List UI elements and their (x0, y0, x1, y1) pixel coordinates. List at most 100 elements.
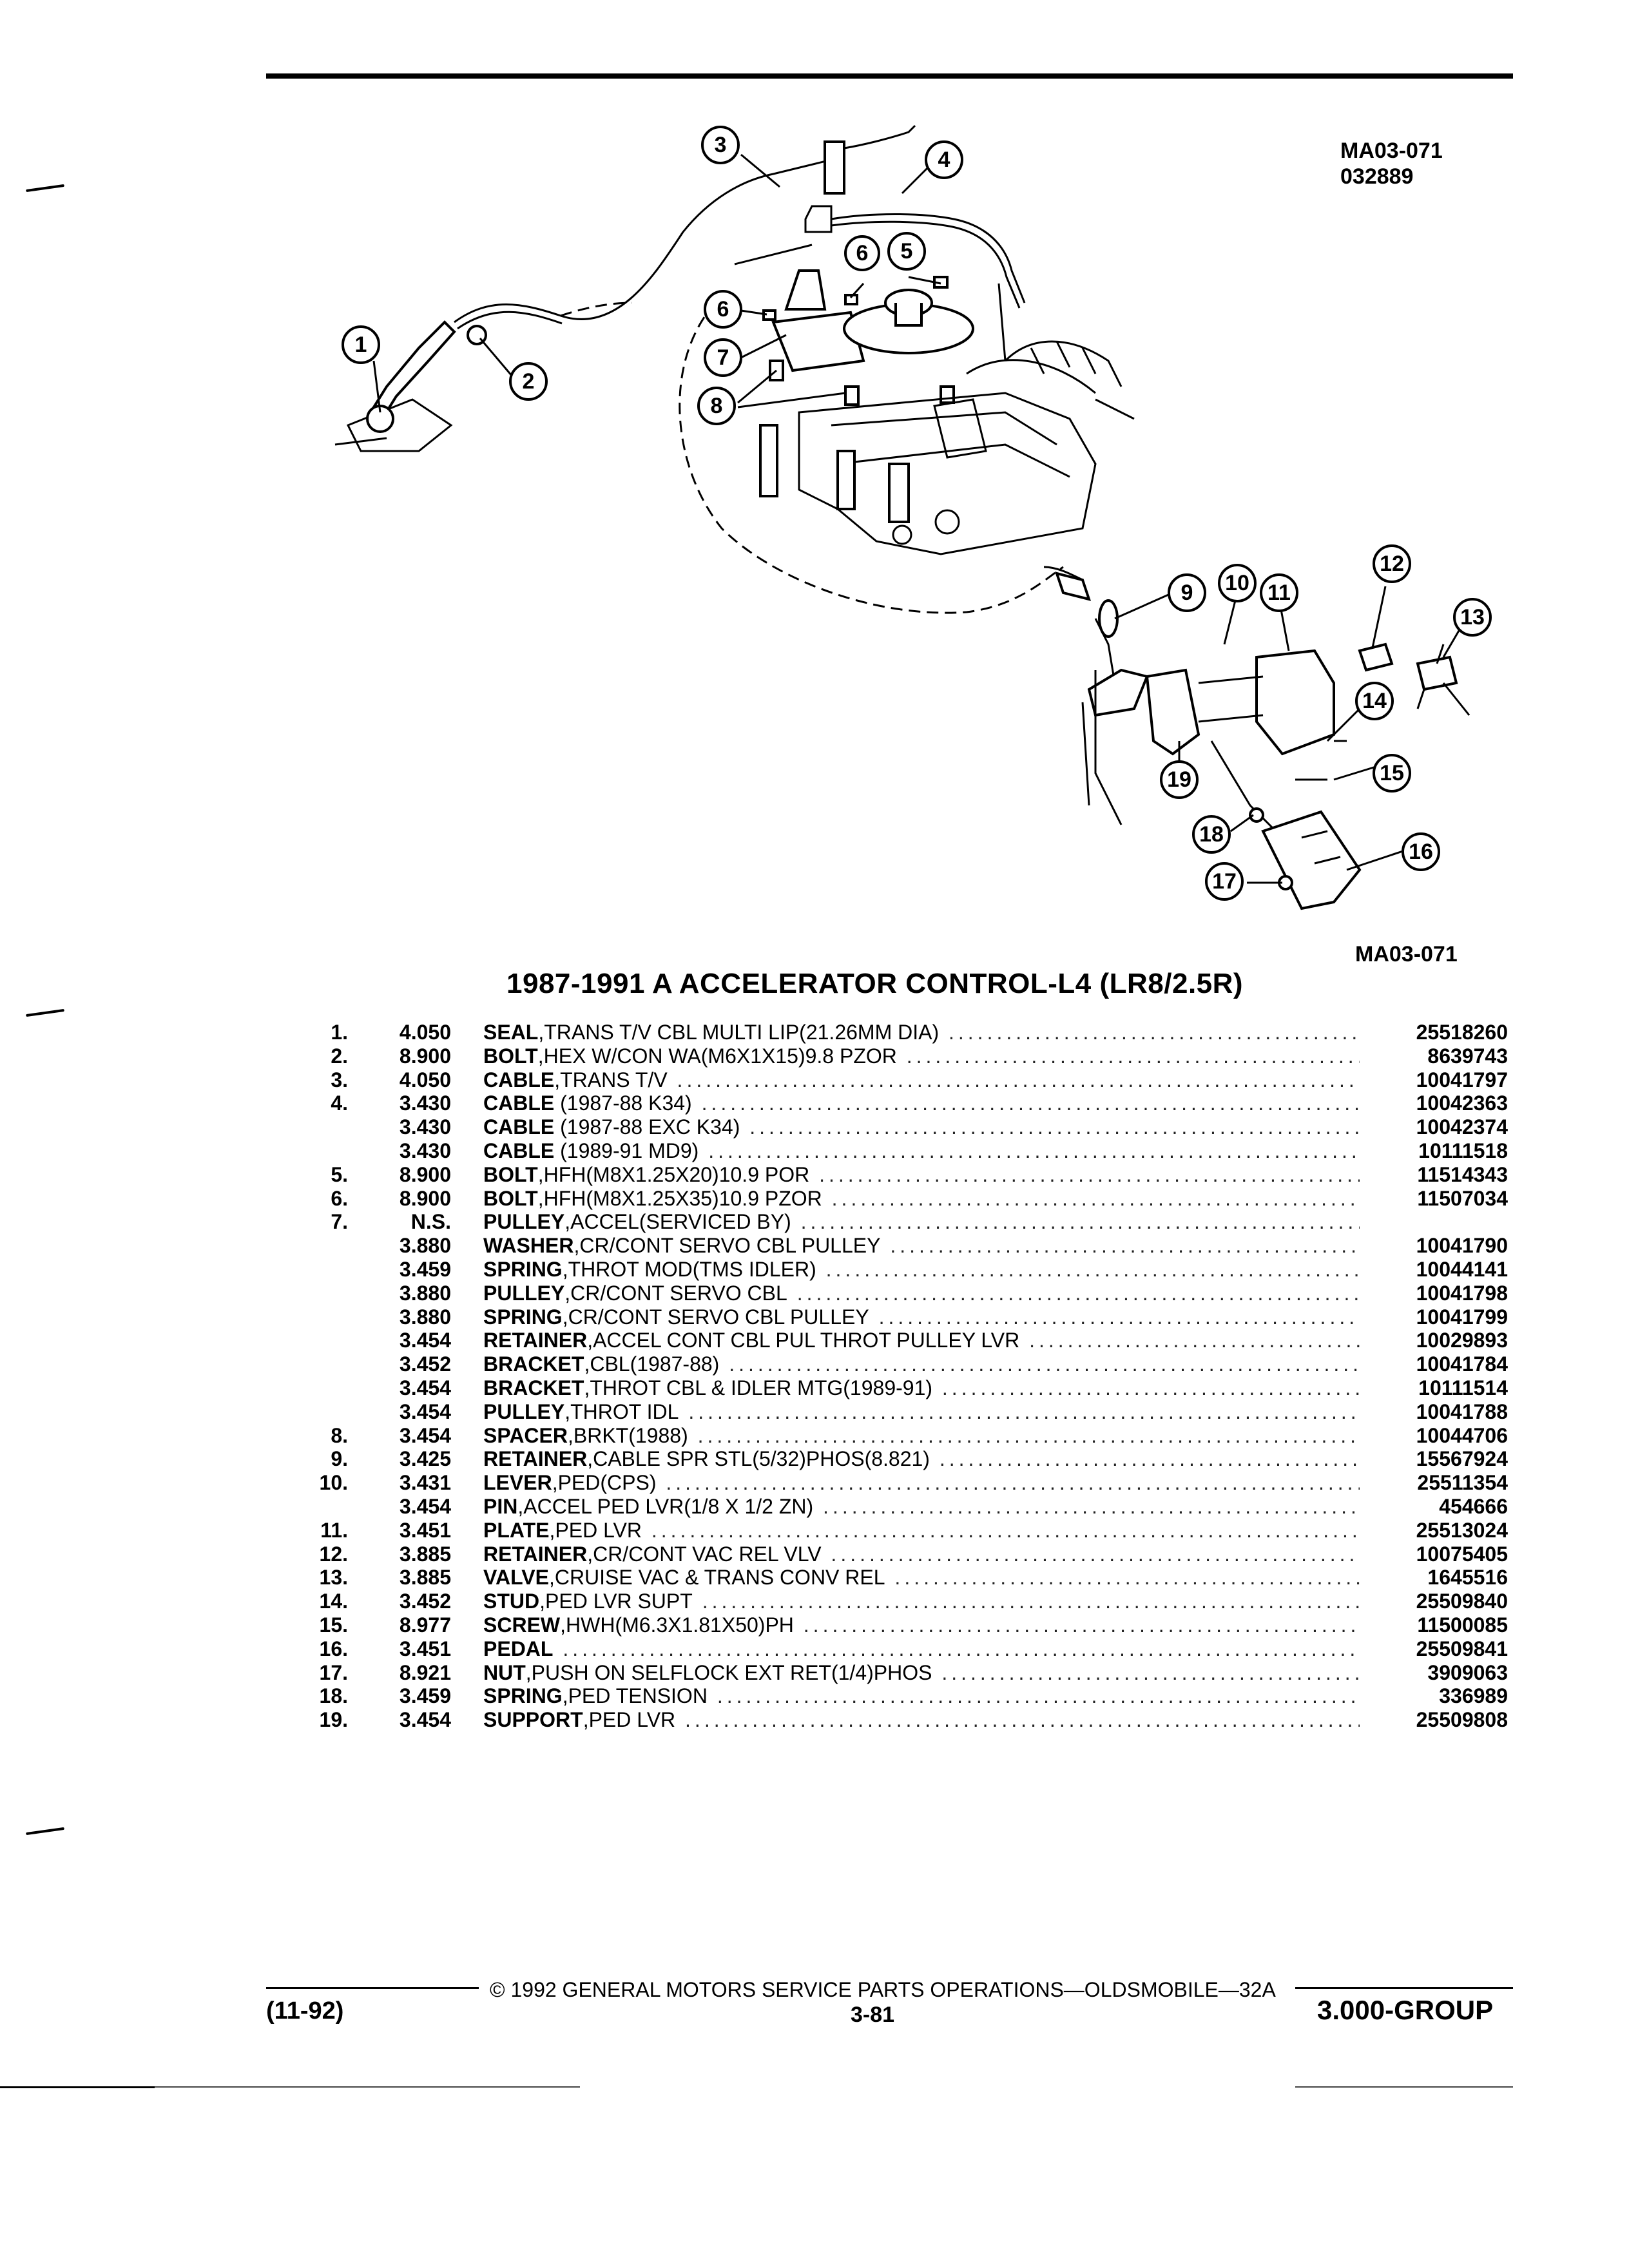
group-number: 3.454 (399, 1708, 451, 1732)
part-description: PIN,ACCEL PED LVR(1/8 X 1/2 ZN) ........… (483, 1495, 1360, 1519)
part-description: PLATE,PED LVR ..........................… (483, 1519, 1360, 1542)
ref-number: 13. (319, 1566, 348, 1590)
part-name: PLATE (483, 1518, 550, 1542)
part-number: 25513024 (1416, 1518, 1508, 1542)
part-number: 454666 (1439, 1494, 1508, 1518)
callout-6-top: 6 (844, 235, 880, 271)
svg-text:18: 18 (1199, 822, 1224, 847)
part-name: RETAINER (483, 1329, 588, 1352)
part-number: 25518260 (1416, 1021, 1508, 1044)
callout-3: 3 (701, 126, 740, 164)
leader-dots: ........................................… (685, 1708, 1360, 1732)
diagram-code: MA03-071 (1340, 139, 1443, 163)
part-description: LEVER,PED(CPS) .........................… (483, 1471, 1360, 1495)
part-name: RETAINER (483, 1542, 588, 1566)
group-number: 3.454 (399, 1423, 451, 1447)
callout-14: 14 (1355, 682, 1394, 720)
part-description: SCREW,HWH(M6.3X1.81X50)PH ..............… (483, 1613, 1360, 1637)
group-number: 3.454 (399, 1329, 451, 1352)
part-description: BOLT,HEX W/CON WA(M6X1X15)9.8 PZOR .....… (483, 1044, 1360, 1068)
part-number: 25509841 (1416, 1637, 1508, 1660)
part-name: NUT (483, 1660, 526, 1684)
svg-text:16: 16 (1409, 840, 1433, 864)
leader-dots: ........................................… (1029, 1329, 1360, 1352)
part-number: 10041797 (1416, 1068, 1508, 1091)
ref-number: 19. (319, 1708, 348, 1732)
part-number: 10041790 (1416, 1234, 1508, 1258)
part-name: STUD (483, 1590, 540, 1613)
part-number: 10044706 (1416, 1423, 1508, 1447)
part-detail: ,PED LVR SUPT (539, 1590, 693, 1613)
part-description: SEAL,TRANS T/V CBL MULTI LIP(21.26MM DIA… (483, 1021, 1360, 1044)
part-detail: ,THROT IDL (564, 1399, 679, 1423)
part-detail: ,HFH(M8X1.25X20)10.9 POR (537, 1162, 810, 1186)
part-name: SPRING (483, 1305, 563, 1329)
part-name: CABLE (483, 1115, 555, 1139)
leader-dots: ........................................… (563, 1637, 1360, 1660)
callout-13: 13 (1453, 598, 1492, 637)
group-number: 8.900 (399, 1044, 451, 1068)
svg-text:15: 15 (1380, 761, 1404, 785)
leader-dots: ........................................… (831, 1542, 1360, 1566)
leader-dots: ........................................… (825, 1257, 1360, 1281)
part-number: 10041798 (1416, 1281, 1508, 1305)
svg-text:13: 13 (1460, 605, 1485, 629)
part-number: 10041784 (1416, 1352, 1508, 1376)
ref-number: 9. (331, 1447, 348, 1471)
group-number: 3.451 (399, 1637, 451, 1660)
cable-route-left (560, 302, 632, 317)
callout-1: 1 (342, 325, 380, 364)
callout-2: 2 (509, 362, 548, 401)
part-detail: (1987-88 EXC K34) (554, 1115, 740, 1139)
callout-11: 11 (1260, 573, 1298, 612)
group-number: 8.977 (399, 1613, 451, 1637)
footer-group: 3.000-GROUP (1317, 1995, 1494, 2025)
part-name: WASHER (483, 1234, 574, 1258)
part-description: PULLEY,THROT IDL .......................… (483, 1400, 1360, 1424)
part-detail: ,HWH(M6.3X1.81X50)PH (560, 1613, 794, 1637)
part-number: 25511354 (1417, 1471, 1508, 1495)
group-number: 3.425 (399, 1447, 451, 1471)
group-number: 3.880 (399, 1234, 451, 1258)
part-number: 25509840 (1416, 1590, 1508, 1613)
exploded-parts-diagram: 1 2 3 4 5 6 6 7 8 9 10 11 12 13 14 15 16… (334, 124, 1492, 910)
leader-dots: ........................................… (688, 1399, 1360, 1423)
callout-10: 10 (1218, 564, 1257, 602)
leader-dots: ........................................… (677, 1068, 1360, 1091)
group-number: 8.900 (399, 1186, 451, 1210)
part-detail: (1989-91 MD9) (554, 1139, 699, 1162)
leader-dots: ........................................… (697, 1423, 1360, 1447)
part-detail: ,HEX W/CON WA(M6X1X15)9.8 PZOR (537, 1044, 897, 1068)
svg-text:19: 19 (1167, 767, 1191, 792)
svg-text:7: 7 (717, 345, 729, 370)
part-number: 11514343 (1417, 1162, 1508, 1186)
part-number: 1645516 (1427, 1566, 1508, 1590)
group-number: 3.885 (399, 1542, 451, 1566)
part-number: 11500085 (1417, 1613, 1508, 1637)
leader-dots: ........................................… (729, 1352, 1360, 1376)
part-description: STUD,PED LVR SUPT ......................… (483, 1590, 1360, 1613)
callout-8: 8 (697, 387, 736, 425)
part-detail: ,THROT CBL & IDLER MTG(1989-91) (584, 1376, 933, 1399)
diagram-date: 032889 (1340, 164, 1414, 189)
part-description: RETAINER,CR/CONT VAC REL VLV ...........… (483, 1542, 1360, 1566)
group-number: 3.880 (399, 1281, 451, 1305)
part-detail: ,CR/CONT SERVO CBL PULLEY (562, 1305, 869, 1329)
group-number: 3.430 (399, 1139, 451, 1162)
part-name: BOLT (483, 1186, 538, 1210)
part-description: SPACER,BRKT(1988) ......................… (483, 1424, 1360, 1448)
svg-text:4: 4 (938, 148, 950, 172)
ref-number: 17. (319, 1660, 348, 1684)
part-description: BOLT,HFH(M8X1.25X20)10.9 POR ...........… (483, 1163, 1360, 1187)
